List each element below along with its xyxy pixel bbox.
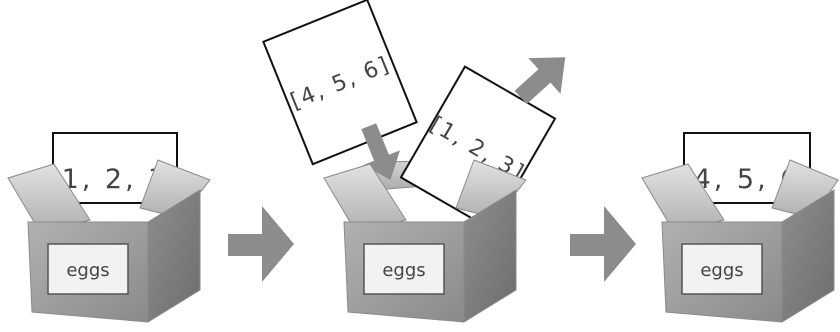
box-2-left-flap — [323, 163, 407, 233]
box-3: [4, 5, 6] eggs — [641, 132, 839, 323]
box-1-label-text: eggs — [66, 260, 109, 281]
box-2: [1, 2, 3] [4, 5, 6] eggs — [262, 0, 566, 323]
box-3-left-flap — [641, 163, 725, 233]
box-1: [1, 2, 3] eggs — [7, 132, 211, 323]
box-1-left-flap — [7, 163, 91, 233]
arrow-right-2 — [570, 206, 636, 282]
arrow-right-1 — [228, 206, 294, 282]
box-2-label-text: eggs — [382, 260, 425, 281]
box-3-label-text: eggs — [700, 260, 743, 281]
box-1-side — [147, 189, 201, 323]
box-2-incoming-card: [4, 5, 6] — [262, 0, 418, 166]
box-2-label-plate — [363, 243, 445, 295]
box-2-side — [463, 189, 517, 323]
box-3-label-plate — [681, 243, 763, 295]
box-3-side — [781, 189, 835, 323]
box-1-label-plate — [47, 243, 129, 295]
arrow-out-up-right — [514, 57, 566, 105]
